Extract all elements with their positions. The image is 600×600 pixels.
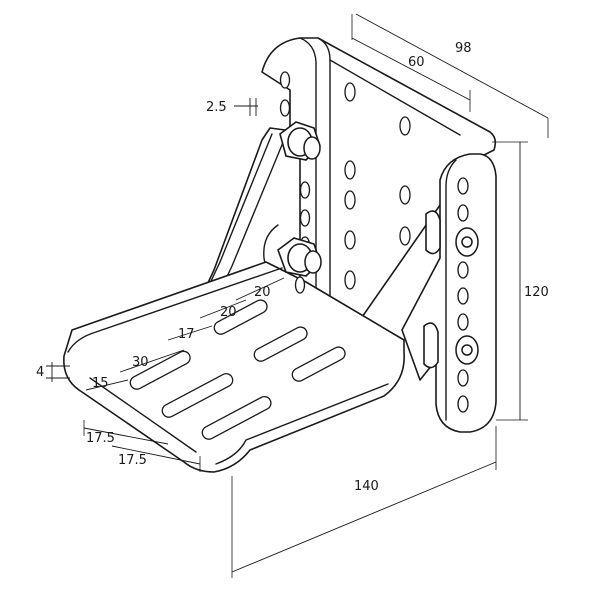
slot [291, 346, 346, 382]
dim-slot-mid: 17 [167, 325, 213, 342]
dim-sheet-thickness: 2.5 [206, 98, 258, 116]
dim-height: 120 [492, 141, 549, 421]
dim-label-15: 15 [92, 376, 109, 391]
dim-pitch-b: 17.5 [111, 445, 201, 472]
base-plate [63, 261, 405, 473]
dim-label-20-a: 20 [254, 285, 271, 300]
slot [161, 373, 234, 418]
dim-plate-width: 60 [351, 37, 471, 112]
dim-label-2-5: 2.5 [206, 100, 227, 115]
dim-edge-offset: 15 [85, 376, 129, 391]
dim-slot-top: 20 [235, 277, 285, 301]
dim-label-60: 60 [408, 55, 425, 70]
slot [213, 299, 268, 335]
dim-overall-depth: 98 [351, 13, 549, 138]
nut-upper [279, 121, 321, 161]
dim-label-98: 98 [455, 41, 472, 56]
slot [253, 326, 308, 362]
dim-label-17: 17 [178, 327, 195, 342]
nut-lower [277, 237, 322, 277]
dim-label-17-5-b: 17.5 [118, 453, 147, 468]
back-plate-holes [279, 71, 411, 294]
dim-label-30: 30 [132, 355, 149, 370]
dim-slot-top-2: 20 [199, 299, 247, 320]
slot [129, 350, 191, 390]
slot [201, 395, 272, 440]
dim-overall-length: 140 [231, 426, 497, 578]
dim-label-17-5-a: 17.5 [86, 431, 115, 446]
bolt-upper [425, 210, 479, 257]
dim-label-4: 4 [36, 365, 44, 380]
dim-label-20-b: 20 [220, 305, 237, 320]
dim-slot-long: 30 [119, 349, 185, 373]
right-gusset-holes [457, 177, 469, 413]
dim-pitch-a: 17.5 [83, 420, 169, 446]
base-slots [129, 299, 346, 440]
dim-lip-height: 4 [36, 362, 70, 382]
dim-label-140: 140 [354, 479, 379, 494]
bolt-lower [423, 322, 479, 369]
dim-label-120: 120 [524, 285, 549, 300]
